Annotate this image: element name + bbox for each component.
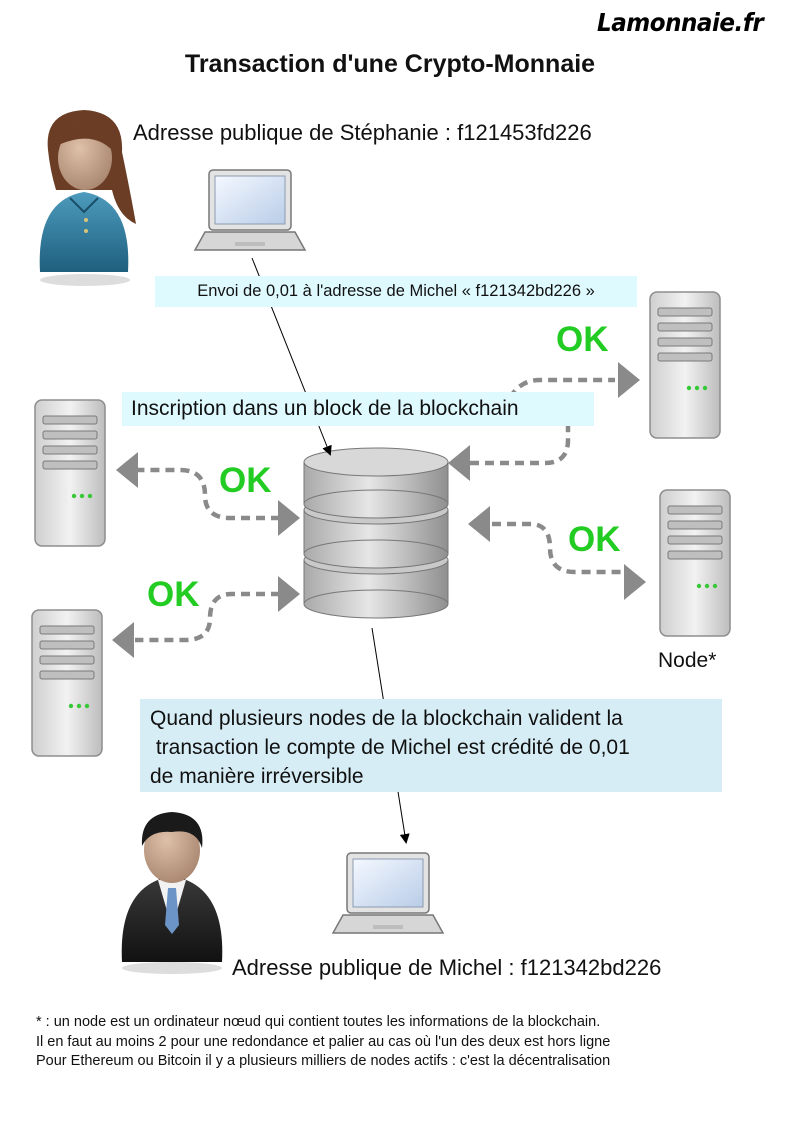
diagram-title: Transaction d'une Crypto-Monnaie <box>184 50 596 78</box>
server-icon <box>34 399 106 547</box>
send-transaction-label: Envoi de 0,01 à l'adresse de Michel « f1… <box>155 276 637 307</box>
ok-label: OK <box>568 520 621 559</box>
footnote-line: * : un node est un ordinateur nœud qui c… <box>36 1014 601 1030</box>
ok-label: OK <box>219 461 272 500</box>
server-icon <box>31 609 103 757</box>
laptop-icon <box>332 852 444 934</box>
validation-note-line: Quand plusieurs nodes de la blockchain v… <box>150 707 623 730</box>
brand-logo: Lamonnaie.fr <box>597 8 764 37</box>
receiver-address-label: Adresse publique de Michel : f121342bd22… <box>232 955 662 980</box>
node-label: Node* <box>658 649 717 672</box>
ok-label: OK <box>147 575 200 614</box>
validation-note: Quand plusieurs nodes de la blockchain v… <box>140 699 722 792</box>
validation-note-line: transaction le compte de Michel est créd… <box>150 736 630 759</box>
laptop-icon <box>194 169 306 251</box>
block-inscription-label: Inscription dans un block de la blockcha… <box>122 392 594 426</box>
sender-address-label: Adresse publique de Stéphanie : f121453f… <box>133 120 592 145</box>
footnote-line: Il en faut au moins 2 pour une redondanc… <box>36 1033 611 1050</box>
footnote-line: Pour Ethereum ou Bitcoin il y a plusieur… <box>36 1053 611 1069</box>
ok-label: OK <box>556 320 609 359</box>
woman-avatar-icon <box>39 110 136 286</box>
footnote: * : un node est un ordinateur nœud qui c… <box>36 1013 610 1072</box>
database-icon <box>303 447 449 619</box>
validation-note-line: de manière irréversible <box>150 765 364 788</box>
man-avatar-icon <box>121 812 223 974</box>
server-icon <box>649 291 721 439</box>
server-icon <box>659 489 731 637</box>
